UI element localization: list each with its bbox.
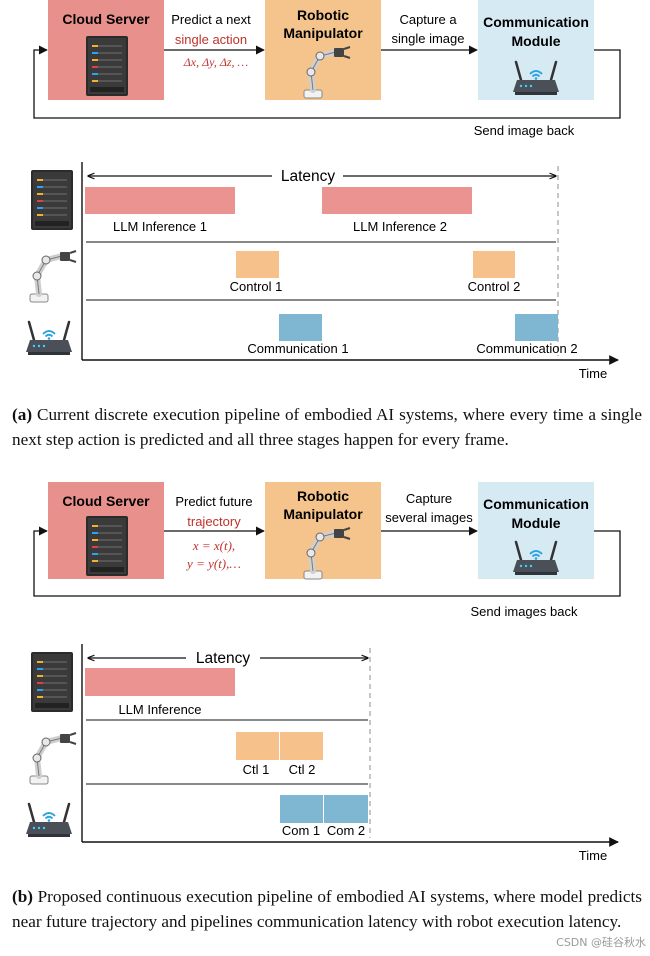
capture-label-b1: Capture bbox=[406, 491, 452, 506]
predict-math-b1: x = x(t), bbox=[192, 538, 235, 553]
robot-label-b2: Manipulator bbox=[283, 506, 363, 522]
cloud-server-label-b: Cloud Server bbox=[62, 493, 150, 509]
ctl-2-bar bbox=[280, 732, 323, 760]
send-back-label-a: Send image back bbox=[474, 123, 575, 138]
cloud-server-label-a: Cloud Server bbox=[62, 11, 150, 27]
control-2-bar bbox=[473, 251, 515, 278]
capture-label-a2: single image bbox=[392, 31, 465, 46]
caption-b-tag: (b) bbox=[12, 887, 34, 906]
caption-a: (a) Current discrete execution pipeline … bbox=[12, 402, 642, 452]
latency-label-a: Latency bbox=[281, 168, 336, 185]
comm-label-b2: Module bbox=[512, 515, 561, 531]
robot-box-a bbox=[265, 0, 381, 100]
communication-1-bar bbox=[279, 314, 322, 341]
com-1-bar bbox=[280, 795, 323, 823]
caption-a-text: Current discrete execution pipeline of e… bbox=[12, 405, 642, 449]
send-back-label-b: Send images back bbox=[471, 604, 578, 619]
capture-label-b2: several images bbox=[385, 510, 473, 525]
comm-label-b1: Communication bbox=[483, 496, 589, 512]
latency-label-b: Latency bbox=[196, 650, 251, 667]
com-2-label: Com 2 bbox=[327, 823, 365, 838]
time-label-a: Time bbox=[579, 366, 607, 381]
robot-arm-icon bbox=[30, 733, 76, 784]
server-icon bbox=[30, 169, 74, 231]
feedback-loop-b bbox=[33, 526, 621, 597]
communication-1-label: Communication 1 bbox=[247, 341, 348, 356]
feedback-loop-a bbox=[33, 45, 621, 119]
server-icon bbox=[85, 515, 129, 577]
ctl-1-label: Ctl 1 bbox=[243, 762, 270, 777]
router-icon bbox=[24, 802, 74, 839]
com-2-bar bbox=[324, 795, 368, 823]
predict-label-b1: Predict future bbox=[175, 494, 252, 509]
control-2-label: Control 2 bbox=[468, 279, 521, 294]
watermark: CSDN @硅谷秋水 bbox=[556, 936, 646, 949]
flow-a: Cloud Server Predict a next single actio… bbox=[33, 0, 621, 138]
llm-inference-2-label: LLM Inference 2 bbox=[353, 219, 447, 234]
control-1-bar bbox=[236, 251, 279, 278]
control-1-label: Control 1 bbox=[230, 279, 283, 294]
llm-inference-1-bar bbox=[85, 187, 235, 214]
predict-math-b2: y = y(t),… bbox=[185, 556, 241, 571]
caption-b: (b) Proposed continuous execution pipeli… bbox=[12, 884, 642, 934]
ctl-2-label: Ctl 2 bbox=[289, 762, 316, 777]
timeline-a: Latency LLM Inference 1 LLM Inference 2 … bbox=[24, 162, 619, 381]
robot-label-b1: Robotic bbox=[297, 488, 349, 504]
time-label-b: Time bbox=[579, 848, 607, 863]
caption-a-tag: (a) bbox=[12, 405, 33, 424]
robot-label-a2: Manipulator bbox=[283, 25, 363, 41]
comm-label-a2: Module bbox=[512, 33, 561, 49]
router-icon bbox=[24, 320, 74, 357]
flow-b: Cloud Server Predict future trajectory x… bbox=[33, 482, 621, 619]
llm-inference-bar bbox=[85, 668, 235, 696]
robot-arm-icon bbox=[30, 251, 76, 302]
robot-label-a1: Robotic bbox=[297, 7, 349, 23]
capture-label-a1: Capture a bbox=[399, 12, 457, 27]
robot-box-b bbox=[265, 482, 381, 579]
server-icon bbox=[30, 651, 74, 713]
communication-2-bar bbox=[515, 314, 558, 341]
ctl-1-bar bbox=[236, 732, 279, 760]
llm-inference-1-label: LLM Inference 1 bbox=[113, 219, 207, 234]
llm-inference-2-bar bbox=[322, 187, 472, 214]
timeline-b: Latency LLM Inference Ctl 1 Ctl 2 Com 1 … bbox=[24, 644, 619, 863]
com-1-label: Com 1 bbox=[282, 823, 320, 838]
llm-inference-label: LLM Inference bbox=[118, 702, 201, 717]
caption-b-text: Proposed continuous execution pipeline o… bbox=[12, 887, 642, 931]
predict-label-b2: trajectory bbox=[187, 514, 241, 529]
communication-2-label: Communication 2 bbox=[476, 341, 577, 356]
predict-label-a2: single action bbox=[175, 32, 247, 47]
predict-label-a1: Predict a next bbox=[171, 12, 251, 27]
comm-label-a1: Communication bbox=[483, 14, 589, 30]
predict-math-a: Δx, Δy, Δz, … bbox=[183, 55, 248, 69]
server-icon bbox=[85, 35, 129, 97]
